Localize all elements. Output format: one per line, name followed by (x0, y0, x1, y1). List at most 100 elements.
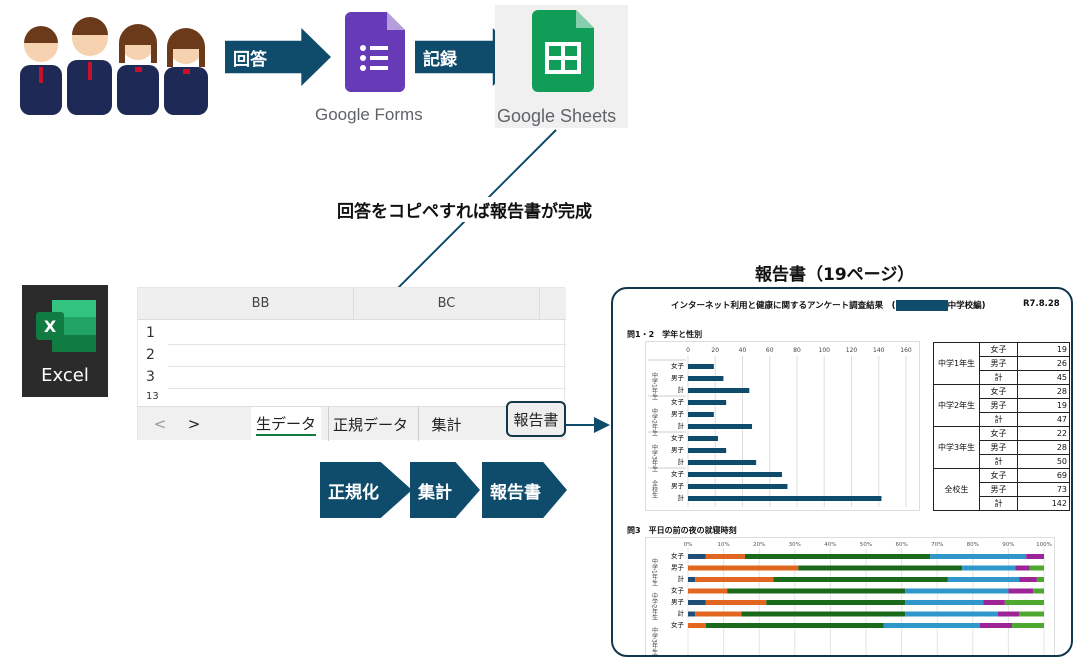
x-tick-label: 0 (686, 347, 690, 354)
group-label: 中学1年生 (651, 371, 658, 400)
tab-normalized-data[interactable]: 正規データ (328, 407, 412, 441)
stacked-segment (905, 588, 1009, 594)
category-label: 計 (678, 493, 685, 502)
bar (688, 460, 757, 465)
group-cell: 全校生 (933, 468, 980, 511)
sheet-tab-bar: < > 生データ 正規データ 集計 報告書 (138, 401, 566, 441)
category-label: 男子 (671, 410, 685, 418)
bar (688, 496, 882, 501)
gender-cell: 計 (979, 412, 1018, 427)
stacked-segment (744, 554, 931, 559)
stacked-segment (1036, 577, 1044, 582)
stacked-segment (1011, 623, 1044, 628)
row-number[interactable]: 1 (146, 325, 155, 341)
x-tick-label: 60% (895, 542, 907, 548)
category-label: 計 (678, 457, 685, 466)
bar (688, 400, 727, 405)
group-label: 中学2年生 (651, 407, 658, 436)
stacked-segment (979, 623, 1012, 628)
x-tick-label: 100% (1036, 542, 1052, 548)
category-label: 女子 (671, 551, 685, 560)
stacked-segment (905, 600, 984, 605)
group-cell: 中学2年生 (933, 384, 980, 427)
bar (688, 412, 714, 417)
category-label: 計 (678, 421, 685, 430)
gender-cell: 計 (979, 370, 1018, 385)
x-tick-label: 80% (967, 542, 979, 548)
stacked-segment (883, 623, 980, 628)
gender-cell: 計 (979, 454, 1018, 469)
stacked-segment (798, 565, 963, 571)
redacted-school-name (895, 300, 948, 311)
x-tick-label: 30% (789, 542, 801, 548)
count-cell: 19 (1017, 342, 1070, 357)
stacked-segment (1015, 565, 1030, 571)
stacked-segment (947, 577, 1020, 582)
stacked-segment (727, 588, 906, 594)
stacked-segment (766, 600, 906, 605)
tab-raw-data[interactable]: 生データ (251, 407, 321, 441)
row-number[interactable]: 2 (146, 347, 155, 363)
google-sheets-icon (532, 10, 594, 92)
record-label: 記録 (423, 49, 457, 70)
x-tick-label: 20 (711, 347, 719, 354)
tab-summary[interactable]: 集計 (418, 407, 474, 441)
stacked-segment (695, 611, 742, 617)
bar (688, 436, 718, 441)
stacked-segment (705, 600, 767, 605)
category-label: 計 (678, 609, 685, 618)
stacked-segment (997, 611, 1020, 617)
x-tick-label: 120 (846, 347, 858, 354)
column-header-next (540, 288, 566, 320)
gender-cell: 女子 (979, 468, 1018, 483)
google-forms-icon (345, 12, 405, 92)
x-tick-label: 160 (900, 347, 912, 354)
gender-cell: 男子 (979, 482, 1018, 497)
group-label: 中学1年生 (651, 557, 658, 586)
google-sheets-label: Google Sheets (497, 106, 617, 126)
stacked-segment (773, 577, 948, 582)
count-cell: 69 (1017, 468, 1070, 483)
stacked-segment (1008, 588, 1034, 594)
gender-cell: 女子 (979, 384, 1018, 399)
stacked-segment (688, 577, 696, 582)
count-cell: 26 (1017, 356, 1070, 371)
row-number[interactable]: 3 (146, 369, 155, 385)
tab-scroll-prev[interactable]: < (153, 415, 167, 433)
x-tick-label: 90% (1002, 542, 1014, 548)
row-number[interactable]: 13 (146, 391, 159, 402)
stacked-segment (1033, 588, 1044, 594)
row-divider (168, 366, 566, 367)
bar (688, 448, 727, 453)
report-title-text: インターネット利用と健康に関するアンケート調査結果 ( (671, 301, 896, 311)
stacked-segment (705, 623, 884, 628)
report-title: インターネット利用と健康に関するアンケート調査結果 ( 中学校編) (671, 299, 985, 311)
stacked-segment (688, 623, 706, 628)
step-label: 報告書 (490, 482, 541, 503)
gender-cell: 女子 (979, 426, 1018, 441)
select-all-corner[interactable] (138, 288, 168, 320)
x-tick-label: 140 (873, 347, 885, 354)
bar (688, 388, 750, 393)
tab-scroll-next[interactable]: > (187, 415, 201, 433)
tab-report[interactable]: 報告書 (506, 401, 566, 437)
report-heading: 報告書（19ページ） (755, 265, 915, 285)
step-label: 集計 (418, 482, 452, 503)
x-tick-label: 40% (824, 542, 836, 548)
group-label: 全校生 (651, 479, 658, 498)
answer-label: 回答 (233, 49, 267, 70)
x-tick-label: 100 (819, 347, 831, 354)
category-label: 女子 (671, 433, 685, 442)
x-tick-label: 70% (931, 542, 943, 548)
column-header-bb[interactable]: BB (168, 288, 354, 320)
gender-cell: 女子 (979, 342, 1018, 357)
report-title-suffix: 中学校編) (947, 301, 986, 311)
group-label: 中学3年生 (651, 443, 658, 472)
column-header-bc[interactable]: BC (354, 288, 540, 320)
category-label: 女子 (671, 361, 685, 370)
